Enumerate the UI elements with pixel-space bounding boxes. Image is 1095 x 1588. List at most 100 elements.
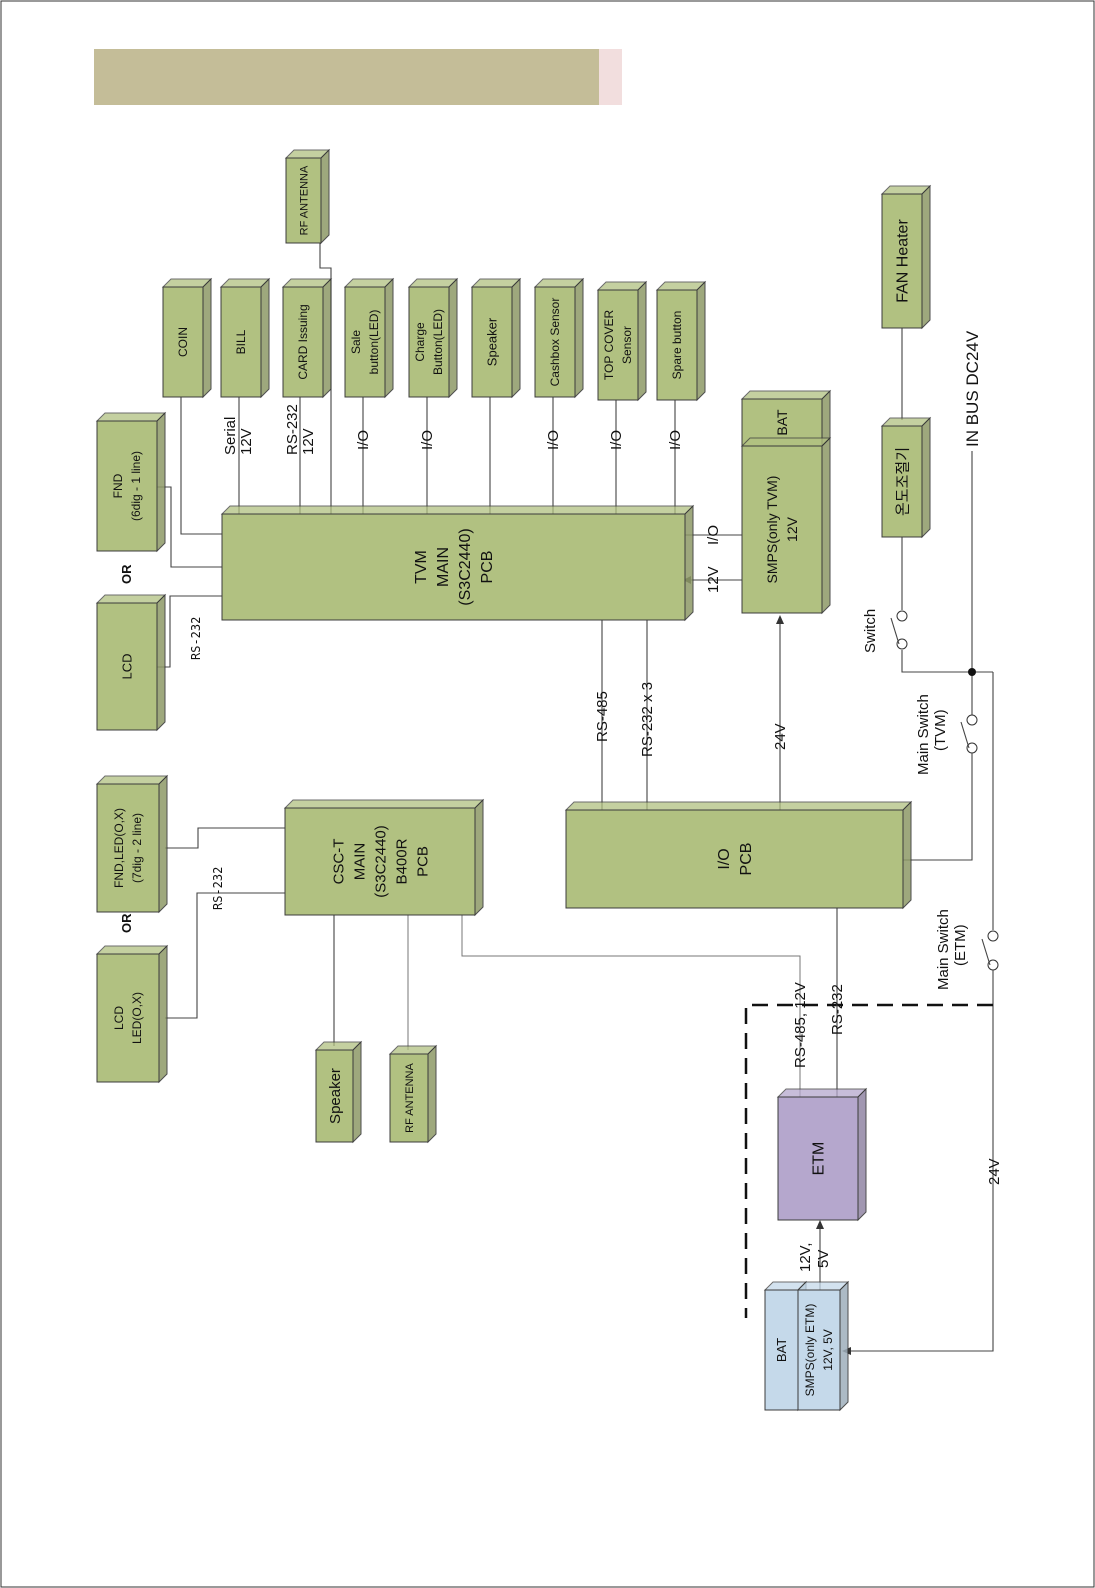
arrow-24v — [776, 615, 784, 624]
sale-button-block-face — [344, 286, 386, 398]
smps-tvm-block: SMPS(only TVM)12V — [740, 436, 832, 615]
speaker-bottom-block-face — [315, 1049, 354, 1143]
header-bar — [94, 49, 599, 105]
label-rs485: RS-485 — [594, 691, 611, 742]
fnd-bottom-block-label: FND,LED(O,X)(7dig - 2 line) — [112, 808, 144, 888]
rf-antenna-bottom-block: RF ANTENNA — [388, 1044, 438, 1144]
spare-button-block-side-face — [696, 280, 706, 402]
tvm-main-block-face — [221, 513, 686, 621]
top-cover-sensor-block-face — [597, 289, 639, 401]
label-in-bus: IN BUS DC24V — [963, 330, 982, 447]
etm-block: ETM — [776, 1087, 868, 1222]
main-switch-tvm-lever — [960, 721, 970, 749]
tvm-main-block-side-face — [684, 504, 694, 622]
wire-24v-etm — [846, 970, 994, 1352]
main-switch-etm-lever — [981, 938, 991, 966]
speaker-bottom-block: Speaker — [314, 1040, 363, 1144]
csct-main-block-top-face — [283, 799, 485, 809]
speaker-top-block-face — [471, 286, 513, 398]
csct-main-block-face — [284, 807, 476, 916]
smps-tvm-block-face — [741, 445, 823, 614]
top-cover-sensor-block-side-face — [637, 280, 647, 402]
wire-switch-bus — [901, 650, 993, 673]
io-pcb-block-side-face — [902, 800, 912, 910]
cashbox-sensor-block-label: Cashbox Sensor — [548, 298, 562, 387]
etm-block-side-face — [857, 1087, 867, 1222]
switch-lever — [890, 617, 900, 645]
speaker-bottom-block-side-face — [352, 1040, 362, 1144]
lcd-bottom-block-side-face — [158, 944, 168, 1084]
lcd-top-block-side-face — [156, 593, 166, 732]
coin-block-side-face — [202, 277, 212, 399]
spare-button-block-face — [656, 289, 698, 401]
etm-block-top-face — [776, 1088, 868, 1098]
bat-tvm-block-top-face — [740, 390, 832, 400]
thermostat-block: 온도조절기 — [880, 416, 932, 539]
wire-main-tvm-io — [903, 753, 973, 861]
rf-antenna-bottom-block-label: RF ANTENNA — [404, 1063, 416, 1133]
lcd-top-block-label: LCD — [120, 653, 135, 679]
spare-button-block: Spare button — [655, 280, 707, 402]
cashbox-sensor-block-face — [534, 286, 576, 398]
fan-heater-block-face — [881, 193, 923, 329]
main-switch-etm-a — [987, 930, 999, 942]
main-switch-tvm-a — [966, 714, 978, 726]
lcd-top-block-top-face — [95, 594, 167, 604]
rf-antenna-top-label: RF ANTENNA — [298, 165, 310, 235]
charge-button-block-side-face — [448, 277, 458, 399]
rf-antenna-top: RF ANTENNA — [284, 148, 331, 245]
wire-rf-antenna — [319, 242, 332, 514]
fnd-bottom-block-side-face — [158, 774, 168, 914]
speaker-top-block: Speaker — [470, 277, 522, 399]
smps-etm-block-label: SMPS(only ETM)12V, 5V — [803, 1304, 835, 1397]
fnd-top-block-side-face — [156, 411, 166, 553]
bill-block-face — [220, 286, 262, 398]
switch-contact-b — [896, 638, 908, 650]
smps-etm-block-side-face — [839, 1280, 849, 1412]
fnd-top-block-label: FND(6dig - 1 line) — [111, 451, 143, 521]
smps-etm-block-face — [797, 1289, 841, 1411]
label-switch: Switch — [862, 609, 879, 653]
thermostat-block-side-face — [921, 416, 931, 539]
fan-heater-block: FAN Heater — [880, 184, 932, 330]
header-accent — [599, 49, 622, 105]
fnd-top-block: FND(6dig - 1 line) — [95, 411, 167, 553]
speaker-top-block-side-face — [511, 277, 521, 399]
label-rs232x3: RS-232 x 3 — [639, 682, 656, 757]
sale-button-block-side-face — [384, 277, 394, 399]
io-pcb-block-top-face — [564, 801, 913, 811]
coin-block-label: COIN — [176, 327, 190, 357]
label-io-charge: I/O — [419, 430, 436, 450]
card-issuing-block-label: CARD Issuing — [296, 304, 310, 379]
card-issuing-block-side-face — [322, 277, 332, 399]
card-issuing-block: CARD Issuing — [281, 277, 333, 399]
charge-button-block-face — [408, 286, 450, 398]
switch-contact-a — [896, 610, 908, 622]
label-rs232-lcd: RS-232 — [189, 617, 203, 660]
wire-coin — [180, 397, 222, 535]
arrow-12v-5v — [816, 1220, 824, 1229]
lcd-bottom-block-face — [96, 953, 160, 1083]
fan-heater-block-label: FAN Heater — [895, 219, 912, 303]
fnd-bottom-block-face — [96, 783, 160, 913]
wire-fnd-bottom — [165, 827, 285, 849]
label-rs232-12v: RS-23212V — [284, 404, 317, 455]
fnd-bottom-block: FND,LED(O,X)(7dig - 2 line) — [95, 774, 169, 914]
label-12v-5v: 12V,5V — [797, 1243, 832, 1272]
fnd-top-block-top-face — [95, 412, 167, 422]
label-main-switch-tvm: Main Switch(TVM) — [915, 694, 949, 775]
speaker-bottom-block-label: Speaker — [327, 1068, 344, 1124]
